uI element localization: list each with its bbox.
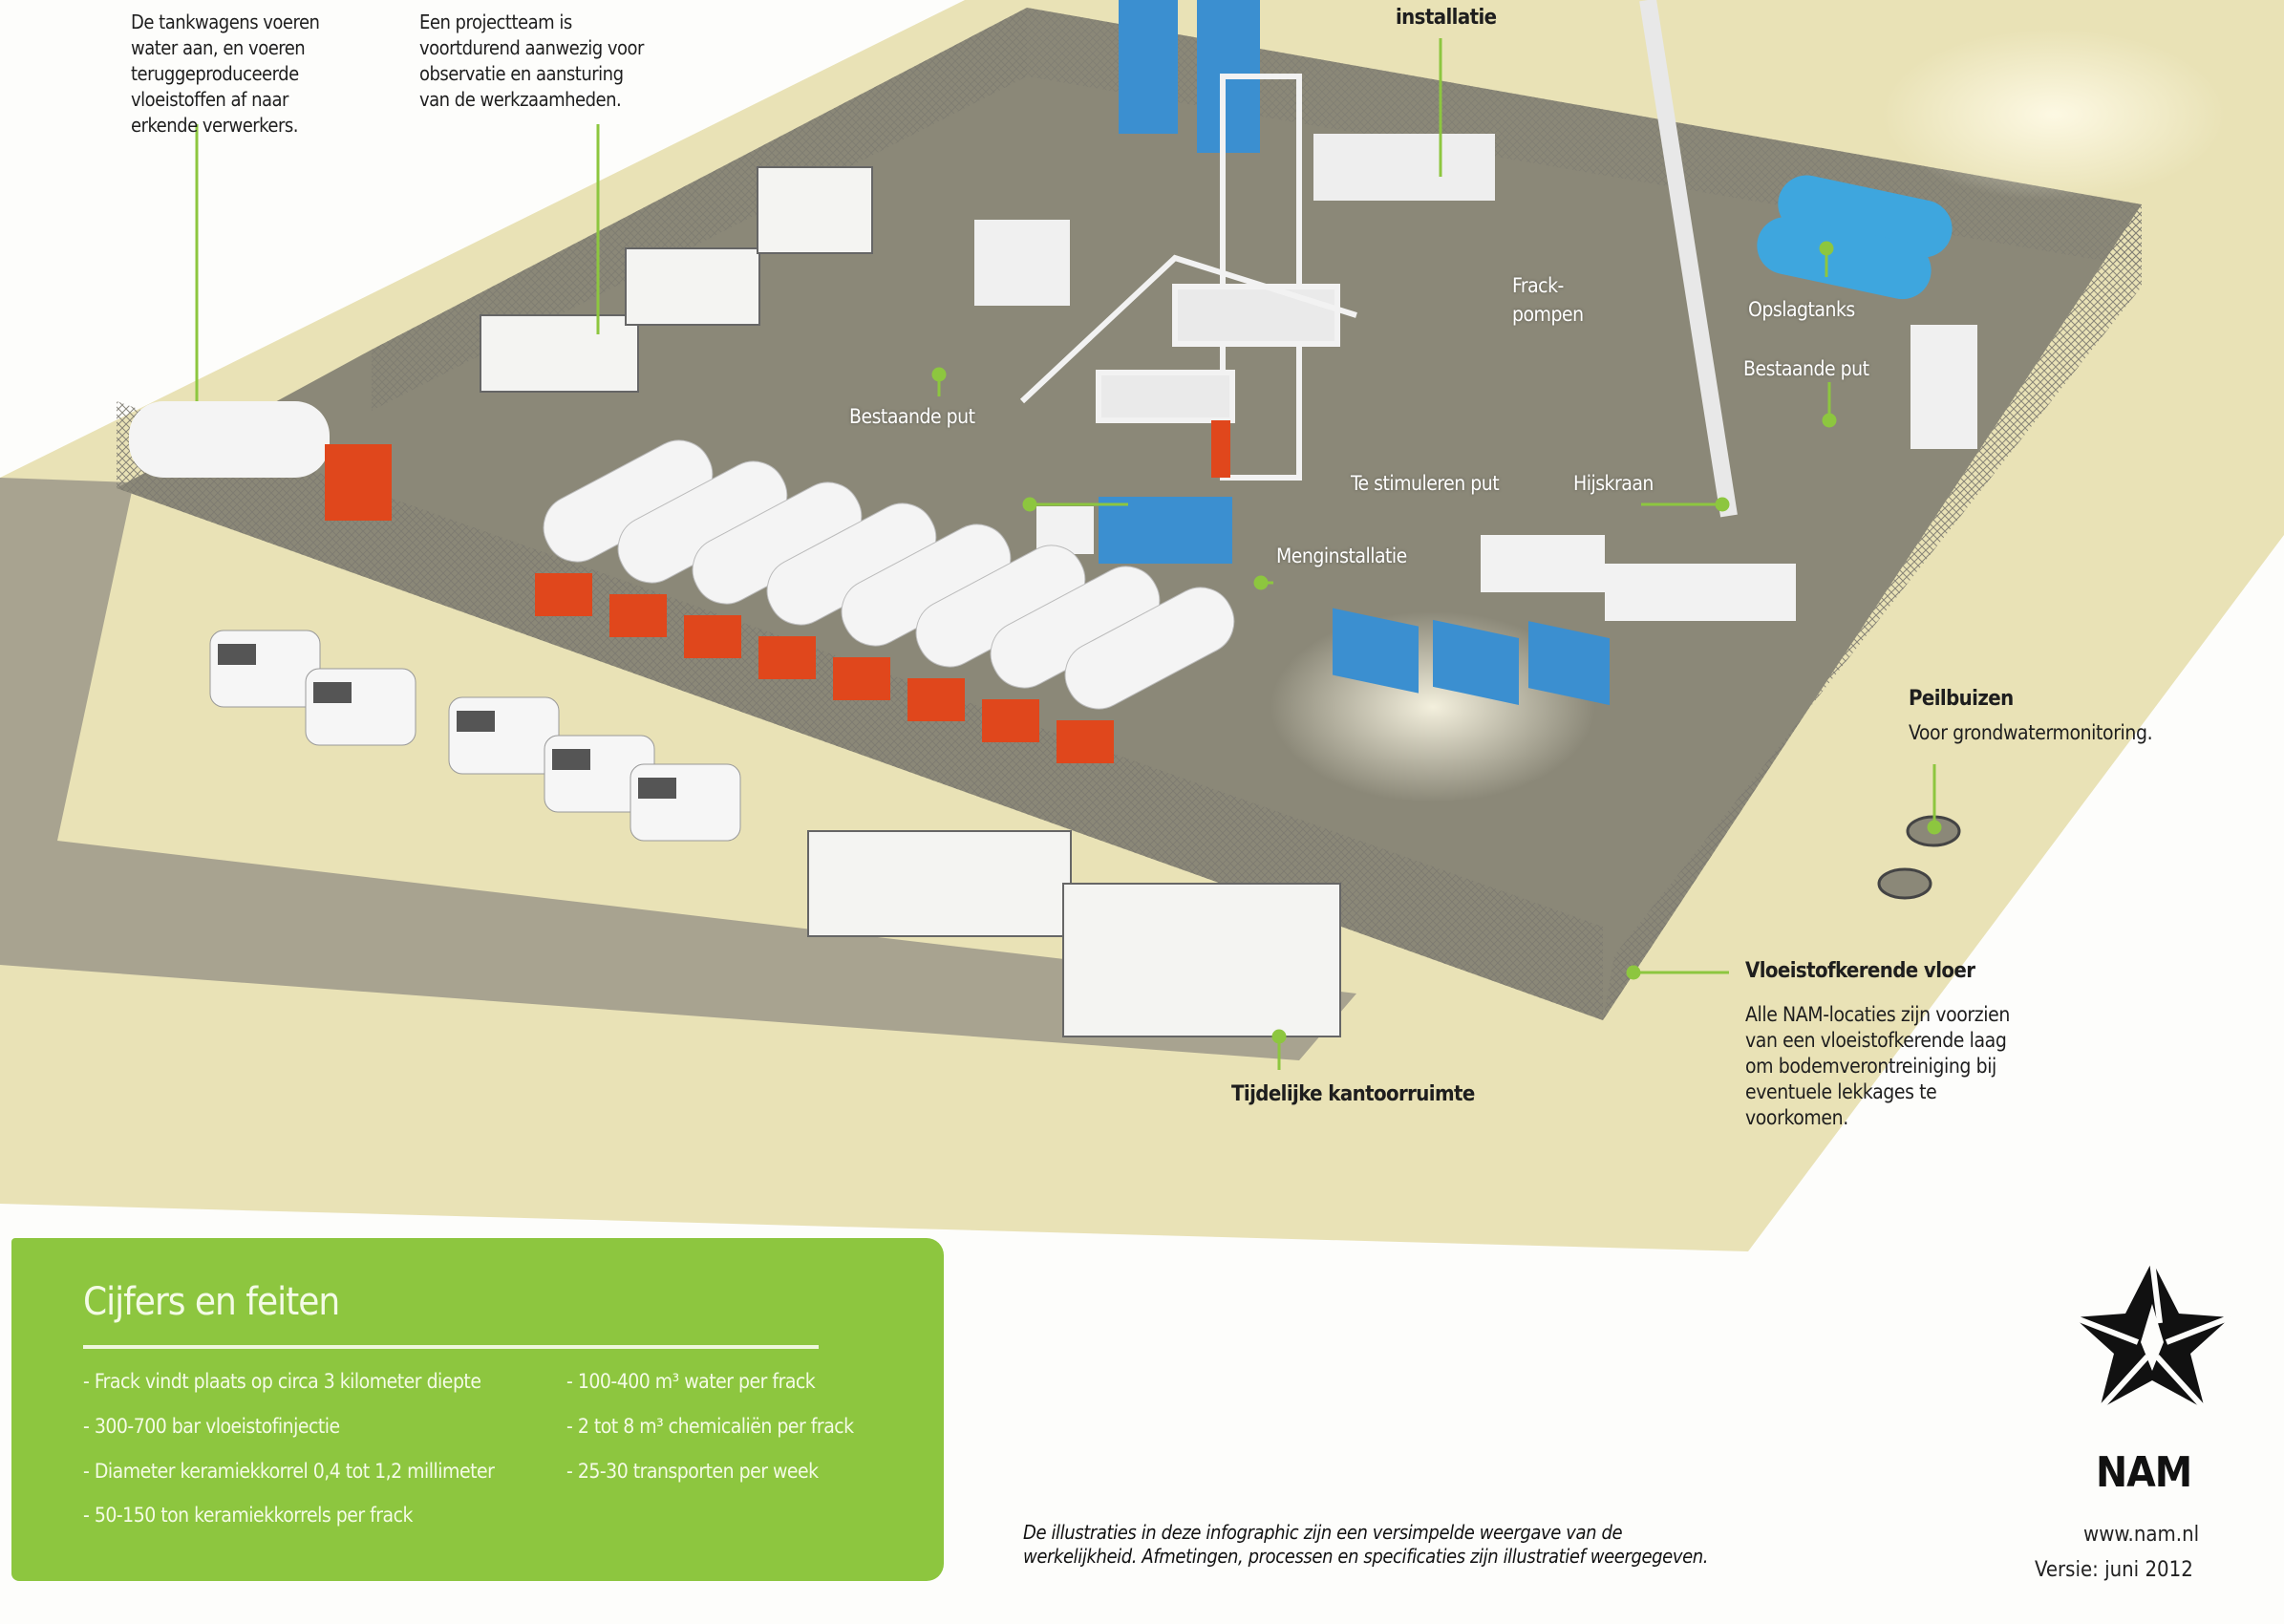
fact-item: - 100-400 m³ water per frack <box>566 1370 816 1393</box>
disclaimer-line: werkelijkheid. Afmetingen, processen en … <box>1023 1545 1709 1568</box>
fence-back-left <box>372 8 1027 411</box>
note-line: erkende verwerkers. <box>131 114 298 137</box>
leader-lines <box>195 38 1942 1070</box>
frack-pumps <box>1333 608 1610 706</box>
tanker-cab <box>609 594 667 637</box>
fence-right <box>1603 204 2142 1020</box>
water-tanker-cab <box>325 444 392 521</box>
note-line: observatie en aansturing <box>419 62 624 85</box>
disclaimer-line: De illustraties in deze infographic zijn… <box>1023 1521 1623 1544</box>
peilbuizen-text: Voor grondwatermonitoring. <box>1909 721 2153 744</box>
note-line: teruggeproduceerde <box>131 62 299 85</box>
tanker-cab <box>907 678 965 721</box>
fact-item: - Diameter keramiekkorrel 0,4 tot 1,2 mi… <box>83 1460 495 1483</box>
label-line: pompen <box>1512 303 1584 326</box>
blending-truck <box>1099 497 1232 564</box>
disclaimer: De illustraties in deze infographic zijn… <box>1023 1521 1708 1569</box>
monitoring-well <box>1877 867 1932 900</box>
water-tanker-truck <box>129 401 330 478</box>
note-line: water aan, en voeren <box>131 36 306 59</box>
label-menginstallatie: Menginstallatie <box>1276 545 1407 567</box>
note-line: vloeistoffen af naar <box>131 88 288 111</box>
facts-divider <box>83 1345 819 1349</box>
vloer-line: van een vloeistofkerende laag <box>1745 1029 2007 1052</box>
label-bestaande-put-left: Bestaande put <box>849 405 975 428</box>
tanker-truck <box>907 545 1086 721</box>
vloer-title: Vloeistofkerende vloer <box>1745 959 1975 983</box>
fact-item: - 300-700 bar vloeistofinjectie <box>83 1415 340 1438</box>
crane-truck <box>1605 564 1796 621</box>
tanker-truck <box>982 566 1161 742</box>
tanker-row <box>535 439 1235 763</box>
vloer-line: eventuele lekkages te <box>1745 1080 1937 1103</box>
label-hijskraan: Hijskraan <box>1573 472 1654 495</box>
tanker-cab <box>1057 720 1114 763</box>
note-line: van de werkzaamheden. <box>419 88 622 111</box>
installation-units <box>1313 134 1495 201</box>
van <box>630 763 741 842</box>
projectteam-note: Een projectteam is voortdurend aanwezig … <box>419 10 644 113</box>
site-cabins <box>480 166 1341 1037</box>
vloer-line: om bodemverontreiniging bij <box>1745 1055 1996 1078</box>
tanker-truck <box>1057 587 1235 763</box>
label-te-stimuleren-put: Te stimuleren put <box>1351 472 1500 495</box>
label-line: Frack- <box>1512 274 1564 297</box>
kantoor-title: Tijdelijke kantoorruimte <box>1231 1082 1475 1106</box>
tanker-tank <box>1064 587 1235 710</box>
van-row <box>209 630 741 842</box>
facts-title: Cijfers en feiten <box>83 1280 340 1324</box>
installatie-label: installatie <box>1396 6 1497 30</box>
fact-item: - 25-30 transporten per week <box>566 1460 819 1483</box>
tanker-truck <box>535 439 714 616</box>
nam-logo <box>2072 1260 2232 1412</box>
fact-item: - 2 tot 8 m³ chemicaliën per frack <box>566 1415 854 1438</box>
note-line: De tankwagens voeren <box>131 11 320 33</box>
van <box>209 630 321 708</box>
tanker-truck <box>609 460 788 637</box>
crane-boom <box>1639 0 1738 518</box>
blue-silo <box>1119 0 1178 134</box>
label-opslagtanks: Opslagtanks <box>1748 298 1855 321</box>
label-frackpompen: Frack- pompen <box>1512 271 1584 329</box>
van <box>448 696 560 775</box>
peilbuizen-title: Peilbuizen <box>1909 687 2014 711</box>
tanker-note: De tankwagens voeren water aan, en voere… <box>131 10 320 139</box>
van <box>305 668 416 746</box>
label-bestaande-put-right: Bestaande put <box>1743 357 1869 380</box>
tanker-cab <box>535 573 592 616</box>
vloer-text: Alle NAM-locaties zijn voorzien van een … <box>1745 1002 2010 1131</box>
facts-panel: Cijfers en feiten - Frack vindt plaats o… <box>11 1238 944 1581</box>
fence-front <box>117 401 1603 1020</box>
storage-tank <box>1757 217 1932 300</box>
note-line: voortdurend aanwezig voor <box>419 36 644 59</box>
pump-unit-left <box>974 220 1070 306</box>
fact-item: - 50-150 ton keramiekkorrels per frack <box>83 1504 413 1527</box>
version-text: Versie: juni 2012 <box>2035 1558 2193 1582</box>
frack-tower <box>1019 74 1357 481</box>
tanker-truck <box>684 481 863 658</box>
tanker-cab <box>758 636 816 679</box>
tanker-cab <box>833 657 890 700</box>
floodlight-glow <box>1882 29 2226 201</box>
fact-item: - Frack vindt plaats op circa 3 kilomete… <box>83 1370 481 1393</box>
tanker-cab <box>982 699 1039 742</box>
pump-unit-right <box>1910 325 1977 449</box>
wellhead <box>1211 420 1230 478</box>
vloer-line: voorkomen. <box>1745 1106 1848 1129</box>
tanker-cab <box>684 615 741 658</box>
road <box>0 478 1356 1060</box>
storage-tank <box>1778 175 1953 258</box>
note-line: Een projectteam is <box>419 11 572 33</box>
vloer-line: Alle NAM-locaties zijn voorzien <box>1745 1003 2010 1026</box>
crane-support-truck <box>1481 535 1605 592</box>
brand-url[interactable]: www.nam.nl <box>2083 1523 2200 1547</box>
brand-name: NAM <box>2096 1448 2192 1497</box>
